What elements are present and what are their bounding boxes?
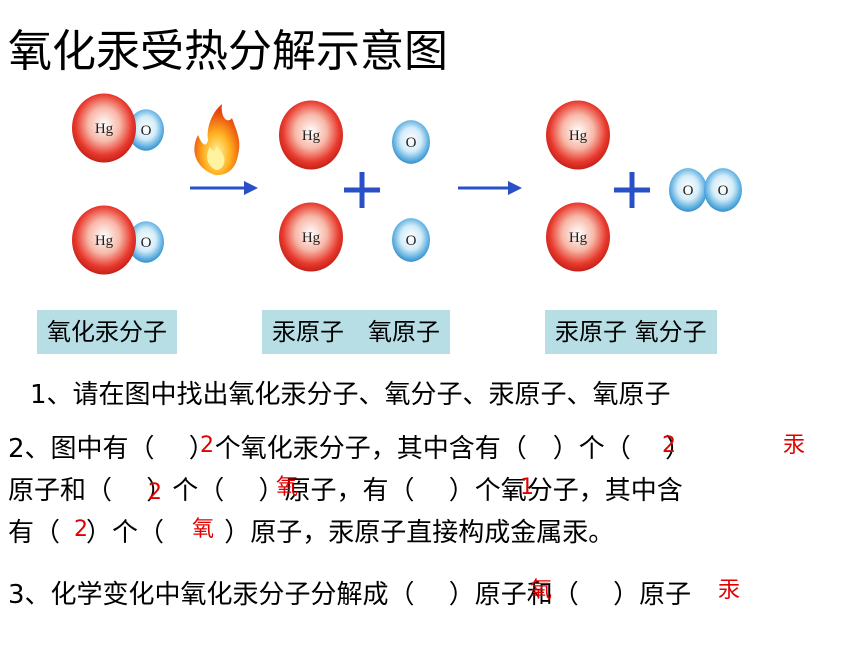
mercury-atom: Hg xyxy=(72,93,136,163)
mercury-atom: Hg xyxy=(72,205,136,275)
plus-sign xyxy=(614,172,650,208)
label-mercury-oxide-molecule: 氧化汞分子 xyxy=(37,310,177,354)
label-mercury-atom-oxygen-molecule: 汞原子 氧分子 xyxy=(545,310,717,354)
mercury-atom-label: Hg xyxy=(569,230,588,246)
answer-count-oxygen-molecule: 1 xyxy=(520,475,534,500)
answer-count-atoms: 2 xyxy=(662,433,676,458)
mercury-atom-label: Hg xyxy=(569,128,588,144)
answer-decomposed-atom-2: 汞 xyxy=(718,578,741,603)
oxygen-atom: O xyxy=(704,168,742,212)
answer-count-mercury-oxide: 2 xyxy=(200,433,214,458)
mercury-atom: Hg xyxy=(279,100,343,170)
answer-atom-type-oxygen: 氧 xyxy=(276,475,299,500)
oxygen-atom: O xyxy=(128,109,164,151)
question-2-line-1: 2、图中有（ ）个氧化汞分子，其中含有（ ）个（ ） xyxy=(8,434,692,464)
oxygen-atom-label: O xyxy=(141,123,152,139)
mercury-atom-label: Hg xyxy=(302,128,321,144)
mercury-atom: Hg xyxy=(546,202,610,272)
question-3: 3、化学变化中氧化汞分子分解成（ ）原子和（ ）原子 xyxy=(8,580,692,610)
oxygen-atom-label: O xyxy=(718,183,729,199)
answer-count-oxygen-atoms: 2 xyxy=(148,480,162,505)
reaction-arrow xyxy=(458,181,522,195)
answer-atom-type-mercury: 汞 xyxy=(783,433,806,458)
label-mercury-oxygen-atoms: 汞原子 氧原子 xyxy=(262,310,450,354)
reaction-arrow xyxy=(190,181,258,195)
mercury-atom: Hg xyxy=(546,100,610,170)
answer-atom-type-in-molecule: 氧 xyxy=(192,517,215,542)
oxygen-atom-label: O xyxy=(406,233,417,249)
question-1: 1、请在图中找出氧化汞分子、氧分子、汞原子、氧原子 xyxy=(30,380,671,410)
question-2-line-2: 原子和（ ）个（ ）原子，有（ ）个氧分子，其中含 xyxy=(8,476,683,506)
oxygen-atom-label: O xyxy=(406,135,417,151)
mercury-atom-label: Hg xyxy=(95,121,114,137)
mercury-atom: Hg xyxy=(279,202,343,272)
answer-decomposed-atom-1: 氧 xyxy=(530,578,553,603)
answer-count-atoms-in-molecule: 2 xyxy=(74,517,88,542)
plus-sign xyxy=(344,172,380,208)
oxygen-atom: O xyxy=(392,120,430,164)
oxygen-atom: O xyxy=(128,221,164,263)
mercury-atom-label: Hg xyxy=(302,230,321,246)
oxygen-atom: O xyxy=(669,168,707,212)
flame-icon xyxy=(194,104,240,176)
oxygen-atom: O xyxy=(392,218,430,262)
oxygen-atom-label: O xyxy=(141,235,152,251)
mercury-atom-label: Hg xyxy=(95,233,114,249)
question-2-line-3: 有（ ）个（ ）原子，汞原子直接构成金属汞。 xyxy=(8,518,615,548)
page-title: 氧化汞受热分解示意图 xyxy=(8,26,448,77)
oxygen-atom-label: O xyxy=(683,183,694,199)
